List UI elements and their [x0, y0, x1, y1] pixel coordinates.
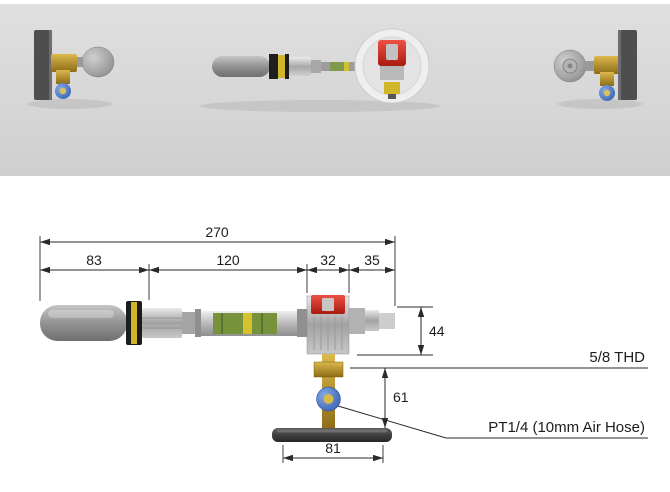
- yellow-fitting: [384, 82, 400, 94]
- dimension-overall-length: 270: [40, 224, 395, 246]
- dimension-drawing-area: 270 83 120 32 35: [0, 190, 670, 492]
- dim-81-text: 81: [325, 440, 341, 456]
- knob-stem: [585, 61, 594, 71]
- product-photos-panel: [0, 4, 670, 176]
- wall-plate: [34, 30, 51, 100]
- dimension-inlet-drop: 61: [381, 368, 409, 428]
- fitting-center: [603, 89, 611, 97]
- inlet-hex-nut: [313, 361, 344, 378]
- metal-coupler: [142, 308, 182, 338]
- base-plate-highlight: [277, 429, 387, 433]
- barrel-label-green: [330, 62, 344, 71]
- knob-stem: [77, 57, 85, 67]
- tool-side-view: [40, 295, 395, 442]
- outlet-body: [365, 310, 379, 331]
- coupler-step: [182, 312, 195, 334]
- dim-120-text: 120: [216, 252, 240, 268]
- dimension-drawing: 270 83 120 32 35: [39, 224, 648, 463]
- top-view-photo: [200, 28, 440, 112]
- product-photos: [28, 28, 642, 112]
- yellow-band: [278, 55, 285, 78]
- wall-plate-edge: [49, 30, 52, 100]
- photo-shadow: [558, 99, 642, 109]
- coupler-step: [311, 60, 321, 73]
- base-plate: [272, 428, 392, 442]
- fitting-center: [59, 87, 67, 95]
- thread-label-text: 5/8 THD: [589, 349, 645, 366]
- barrel-label-yellow: [344, 62, 349, 71]
- rubber-handle: [212, 56, 270, 77]
- brass-inlet-leg: [600, 72, 614, 86]
- brass-valve-body: [51, 54, 77, 72]
- dim-270-text: 270: [205, 224, 229, 240]
- barrel-label-yellow-stripe: [243, 313, 252, 334]
- label-outlet-thread: 5/8 THD: [350, 349, 648, 369]
- control-knob: [81, 46, 115, 78]
- dim-32-text: 32: [320, 252, 336, 268]
- dim-61-text: 61: [393, 389, 409, 405]
- barrel-end-ring: [297, 309, 307, 337]
- yellow-band: [131, 302, 137, 344]
- rubber-handle: [40, 305, 127, 341]
- metal-coupler: [289, 57, 311, 76]
- black-band: [285, 54, 289, 79]
- outlet-thread-tip: [379, 313, 395, 329]
- hose-label-text: PT1/4 (10mm Air Hose): [488, 419, 645, 436]
- knob-center-dot: [567, 63, 573, 69]
- wall-plate: [620, 30, 637, 100]
- wall-plate-edge: [618, 30, 621, 100]
- end-cap-black-band: [269, 54, 278, 79]
- brass-inlet-leg: [56, 70, 70, 84]
- label-air-inlet: PT1/4 (10mm Air Hose): [337, 405, 648, 439]
- right-end-view-photo: [553, 30, 642, 109]
- dim-83-text: 83: [86, 252, 102, 268]
- dim-44-text: 44: [429, 323, 445, 339]
- dimension-segments: 83 120 32 35: [40, 252, 395, 274]
- photo-shadow: [200, 100, 440, 112]
- fitting-center: [323, 394, 334, 404]
- valve-mid-block: [380, 66, 404, 80]
- dim-35-text: 35: [364, 252, 380, 268]
- hose-leader-diagonal: [337, 405, 447, 439]
- valve-cap-center: [322, 298, 334, 311]
- handle-highlight: [48, 310, 114, 318]
- dimension-body-height: 44: [357, 306, 445, 356]
- brass-valve-body: [594, 56, 620, 74]
- barrel-ring: [195, 309, 201, 337]
- dimension-base-width: 81: [282, 440, 384, 463]
- outlet-collar: [349, 308, 365, 334]
- valve-cap-center: [386, 44, 398, 60]
- photo-shadow: [28, 99, 112, 109]
- fitting-tip: [388, 94, 396, 99]
- left-end-view-photo: [28, 30, 115, 109]
